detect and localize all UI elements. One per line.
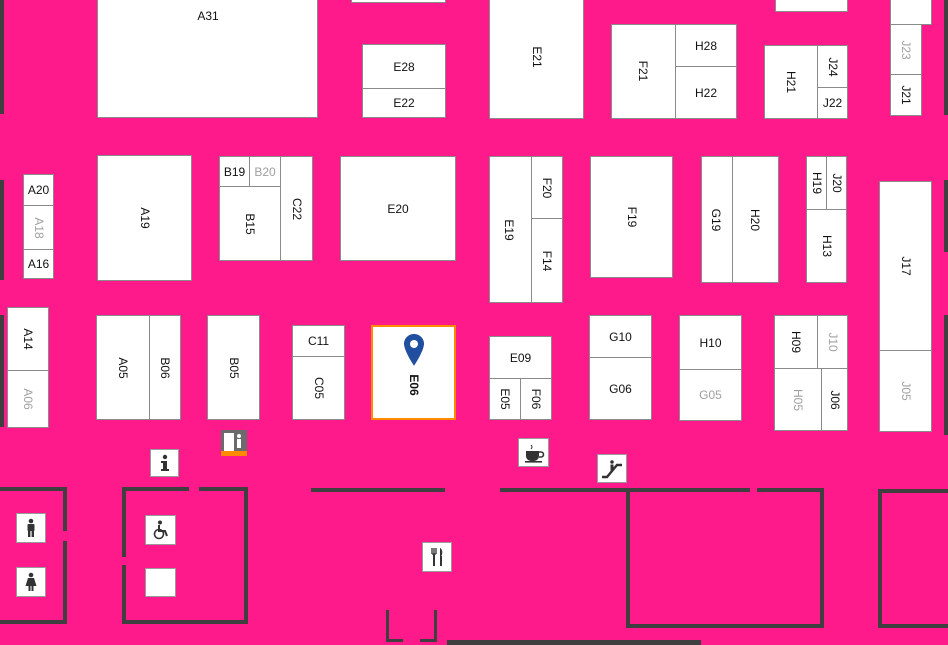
booth-j24[interactable] bbox=[817, 45, 848, 88]
wall bbox=[757, 488, 824, 492]
location-marker-icon bbox=[403, 334, 424, 366]
booth-f14[interactable] bbox=[531, 218, 563, 303]
booth-h21[interactable] bbox=[764, 45, 818, 119]
wall bbox=[626, 491, 630, 624]
wall bbox=[199, 487, 248, 491]
booth-h20[interactable] bbox=[732, 156, 779, 283]
booth-partial[interactable] bbox=[351, 0, 446, 3]
wall bbox=[626, 624, 824, 628]
cafe-icon[interactable] bbox=[518, 438, 549, 467]
wall bbox=[944, 315, 948, 435]
booth-a14[interactable] bbox=[7, 307, 49, 371]
booth-e05[interactable] bbox=[489, 378, 521, 420]
wall bbox=[63, 487, 67, 531]
booth-g19[interactable] bbox=[701, 156, 733, 283]
booth-h09[interactable] bbox=[774, 315, 818, 369]
booth-g10[interactable] bbox=[589, 315, 652, 358]
stairs-icon[interactable] bbox=[219, 428, 249, 458]
wall bbox=[122, 620, 248, 624]
booth-h13[interactable] bbox=[806, 209, 847, 283]
booth-c11[interactable] bbox=[292, 325, 345, 357]
booth-f06[interactable] bbox=[520, 378, 552, 420]
wall bbox=[420, 639, 437, 642]
booth-a20[interactable] bbox=[23, 174, 54, 206]
booth-b19[interactable] bbox=[219, 156, 250, 187]
wall bbox=[447, 640, 701, 645]
wall bbox=[878, 489, 948, 493]
wall bbox=[0, 0, 4, 114]
wall bbox=[500, 488, 750, 492]
booth-b06[interactable] bbox=[149, 315, 181, 420]
wall bbox=[122, 487, 189, 491]
booth-a31[interactable] bbox=[97, 0, 318, 118]
men-restroom-icon[interactable] bbox=[16, 513, 46, 543]
booth-f20[interactable] bbox=[531, 156, 563, 219]
booth-h22[interactable] bbox=[675, 66, 737, 119]
booth-a19[interactable] bbox=[97, 155, 192, 281]
wall bbox=[944, 180, 948, 252]
booth-partial[interactable] bbox=[775, 0, 848, 12]
booth-h05[interactable] bbox=[774, 368, 822, 431]
booth-f19[interactable] bbox=[590, 156, 673, 278]
booth-f21[interactable] bbox=[611, 24, 676, 119]
accessible-restroom-icon[interactable] bbox=[145, 515, 176, 545]
booth-j05[interactable] bbox=[879, 350, 932, 432]
wall bbox=[386, 610, 389, 642]
booth-a18[interactable] bbox=[23, 205, 54, 250]
wall bbox=[878, 489, 882, 624]
booth-j23[interactable] bbox=[890, 24, 922, 75]
booth-c05[interactable] bbox=[292, 356, 345, 420]
booth-e22[interactable] bbox=[362, 88, 446, 118]
booth-h28[interactable] bbox=[675, 24, 737, 67]
booth-h10[interactable] bbox=[679, 315, 742, 370]
wall bbox=[122, 565, 126, 624]
booth-g05[interactable] bbox=[679, 369, 742, 421]
booth-j17[interactable] bbox=[879, 181, 932, 351]
booth-c22[interactable] bbox=[280, 156, 313, 261]
wall bbox=[878, 624, 948, 628]
wall bbox=[0, 487, 66, 491]
booth-j22[interactable] bbox=[817, 87, 848, 119]
booth-b20[interactable] bbox=[249, 156, 281, 187]
booth-e28[interactable] bbox=[362, 44, 446, 89]
wall bbox=[434, 610, 437, 642]
booth-e20[interactable] bbox=[340, 156, 456, 261]
wall bbox=[63, 541, 67, 624]
booth-h19[interactable] bbox=[806, 156, 827, 210]
booth-a06[interactable] bbox=[7, 370, 49, 428]
booth-j10[interactable] bbox=[817, 315, 848, 369]
wall bbox=[386, 639, 403, 642]
booth-partial[interactable] bbox=[890, 0, 932, 25]
restaurant-icon[interactable] bbox=[422, 542, 452, 572]
booth-a05[interactable] bbox=[96, 315, 150, 420]
booth-j06[interactable] bbox=[821, 368, 848, 431]
booth-g06[interactable] bbox=[589, 357, 652, 420]
booth-j20[interactable] bbox=[826, 156, 847, 210]
booth-e09[interactable] bbox=[489, 336, 552, 379]
wall bbox=[0, 620, 66, 624]
wall bbox=[0, 180, 4, 280]
blank-icon[interactable] bbox=[145, 568, 176, 597]
wall bbox=[244, 487, 248, 620]
wall bbox=[944, 0, 948, 115]
booth-e19[interactable] bbox=[489, 156, 532, 303]
wall bbox=[122, 487, 126, 557]
info-icon[interactable] bbox=[150, 449, 179, 477]
booth-b05[interactable] bbox=[207, 315, 260, 420]
booth-j21[interactable] bbox=[890, 74, 922, 116]
escalator-icon[interactable] bbox=[597, 454, 627, 483]
booth-a16[interactable] bbox=[23, 249, 54, 279]
wall bbox=[0, 315, 4, 427]
booth-b15[interactable] bbox=[219, 186, 281, 261]
wall bbox=[820, 491, 824, 624]
booth-e21[interactable] bbox=[489, 0, 584, 119]
wall bbox=[311, 488, 445, 492]
women-restroom-icon[interactable] bbox=[16, 567, 46, 597]
